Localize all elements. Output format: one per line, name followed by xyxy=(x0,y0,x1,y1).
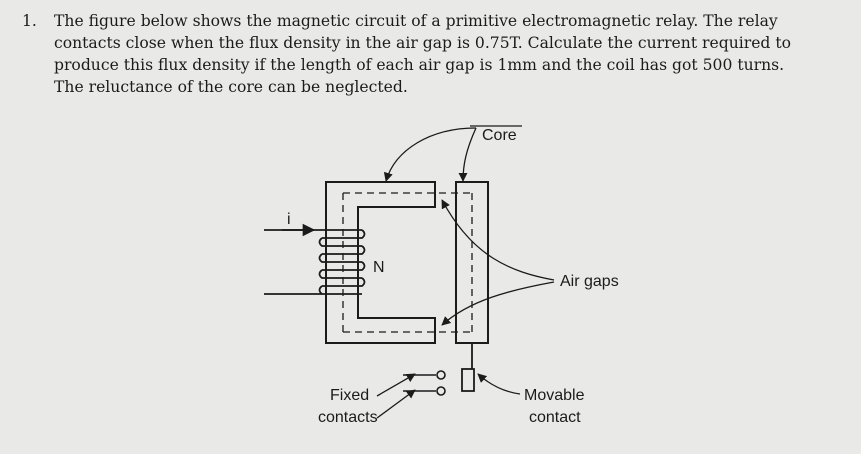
air-gap-leader-top xyxy=(441,199,555,281)
turns-label: N xyxy=(373,259,385,276)
question-line: The reluctance of the core can be neglec… xyxy=(54,78,408,96)
coil xyxy=(264,229,366,295)
fixed-contacts xyxy=(403,370,446,396)
question-text: The figure below shows the magnetic circ… xyxy=(54,10,837,98)
fixed-label-line2: contacts xyxy=(318,409,378,426)
flux-path-dashed xyxy=(342,192,474,333)
movable-contact-pad xyxy=(461,368,475,392)
core-leader-to-armature xyxy=(458,127,477,182)
fixed-contacts-leader-1 xyxy=(376,373,416,397)
fixed-contacts-leader-2 xyxy=(376,389,416,419)
core-leader-to-c-core xyxy=(383,127,477,182)
core-label: Core xyxy=(482,127,517,144)
air-gap-leader-bottom xyxy=(441,281,555,326)
movable-label-line1: Movable xyxy=(524,387,585,404)
question-number: 1. xyxy=(22,12,37,30)
fixed-label-line1: Fixed xyxy=(330,387,369,404)
current-label: i xyxy=(287,211,291,228)
question: 1. The figure below shows the magnetic c… xyxy=(22,10,837,98)
air-gaps-label: Air gaps xyxy=(560,273,619,290)
c-core xyxy=(325,181,436,344)
question-line: contacts close when the flux density in … xyxy=(54,34,792,52)
question-line: The figure below shows the magnetic circ… xyxy=(54,12,778,30)
movable-contact-leader xyxy=(477,373,521,395)
question-line: produce this flux density if the length … xyxy=(54,56,785,74)
movable-label-line2: contact xyxy=(529,409,581,426)
